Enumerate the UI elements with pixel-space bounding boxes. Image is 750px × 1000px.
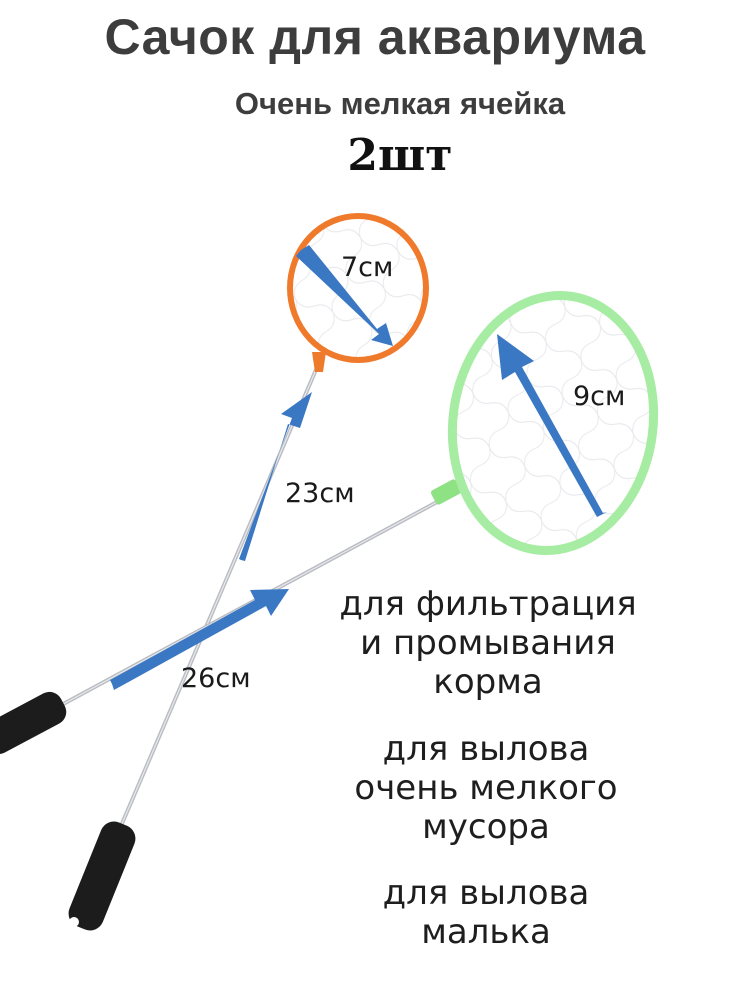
small-handle-length-arrow <box>239 392 312 561</box>
small-handle-length-label: 23см <box>285 478 355 509</box>
small-net-handle <box>68 821 136 931</box>
large-net-handle <box>0 691 67 755</box>
small-net-diameter-label: 7см <box>341 252 394 283</box>
feature-line: и промывания <box>360 623 616 663</box>
large-net-neck <box>430 479 462 505</box>
small-net-neck <box>312 352 326 372</box>
feature-line: мусора <box>422 807 550 847</box>
large-handle-length-label: 26см <box>181 663 251 694</box>
large-net-diameter-label: 9см <box>573 381 626 412</box>
feature-debris: для вылова очень мелкого мусора <box>316 730 656 847</box>
feature-line: для фильтрация <box>339 584 637 624</box>
feature-filtering: для фильтрация и промывания корма <box>318 585 658 702</box>
feature-line: очень мелкого <box>354 768 618 808</box>
small-net-hoop <box>287 213 429 363</box>
page-title: Сачок для аквариума <box>104 9 646 65</box>
feature-line: малька <box>421 912 551 952</box>
feature-fry: для вылова малька <box>316 874 656 952</box>
quantity-label: 2шт <box>347 130 453 181</box>
page-subtitle: Очень мелкая ячейка <box>234 86 566 121</box>
feature-line: для вылова <box>382 873 590 913</box>
small-net <box>68 213 429 931</box>
large-handle-length-arrow <box>110 589 289 690</box>
large-diameter-arrow <box>497 334 607 517</box>
feature-line: для вылова <box>382 729 590 769</box>
small-diameter-arrow <box>296 245 393 346</box>
feature-line: корма <box>433 662 543 702</box>
